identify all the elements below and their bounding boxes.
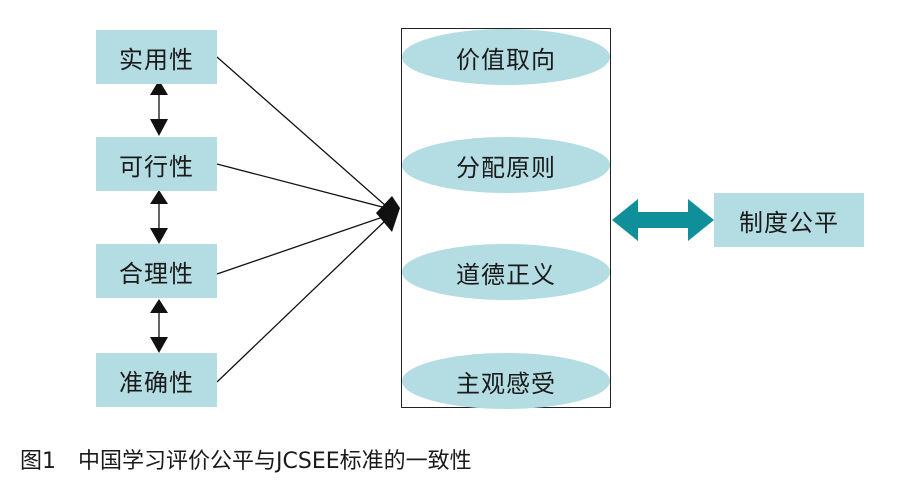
right-box-institutional-fairness: 制度公平 — [714, 193, 864, 247]
double-arrow-vertical-1 — [150, 80, 168, 136]
left-box-feasibility: 可行性 — [96, 137, 217, 191]
left-box-rationality: 合理性 — [96, 244, 217, 298]
connector-line — [216, 56, 387, 207]
figure-number: 图1 — [20, 449, 56, 474]
ellipse-subjective-feeling: 主观感受 — [402, 353, 610, 409]
figure-caption: 图1 中国学习评价公平与JCSEE标准的一致性 — [20, 443, 472, 475]
connector-line — [216, 219, 387, 383]
connector-line — [216, 163, 387, 209]
figure-caption-text: 中国学习评价公平与JCSEE标准的一致性 — [78, 449, 472, 474]
teal-double-arrow — [612, 199, 714, 241]
connector-line — [216, 215, 387, 275]
center-panel — [401, 28, 611, 408]
left-box-accuracy: 准确性 — [96, 353, 217, 407]
ellipse-value-orientation: 价值取向 — [402, 29, 610, 85]
double-arrow-vertical-3 — [150, 299, 168, 353]
left-box-practicality: 实用性 — [96, 30, 217, 84]
double-arrow-vertical-2 — [150, 190, 168, 244]
ellipse-moral-justice: 道德正义 — [402, 244, 610, 300]
junction-node — [376, 196, 400, 232]
ellipse-distribution-principle: 分配原则 — [402, 137, 610, 193]
